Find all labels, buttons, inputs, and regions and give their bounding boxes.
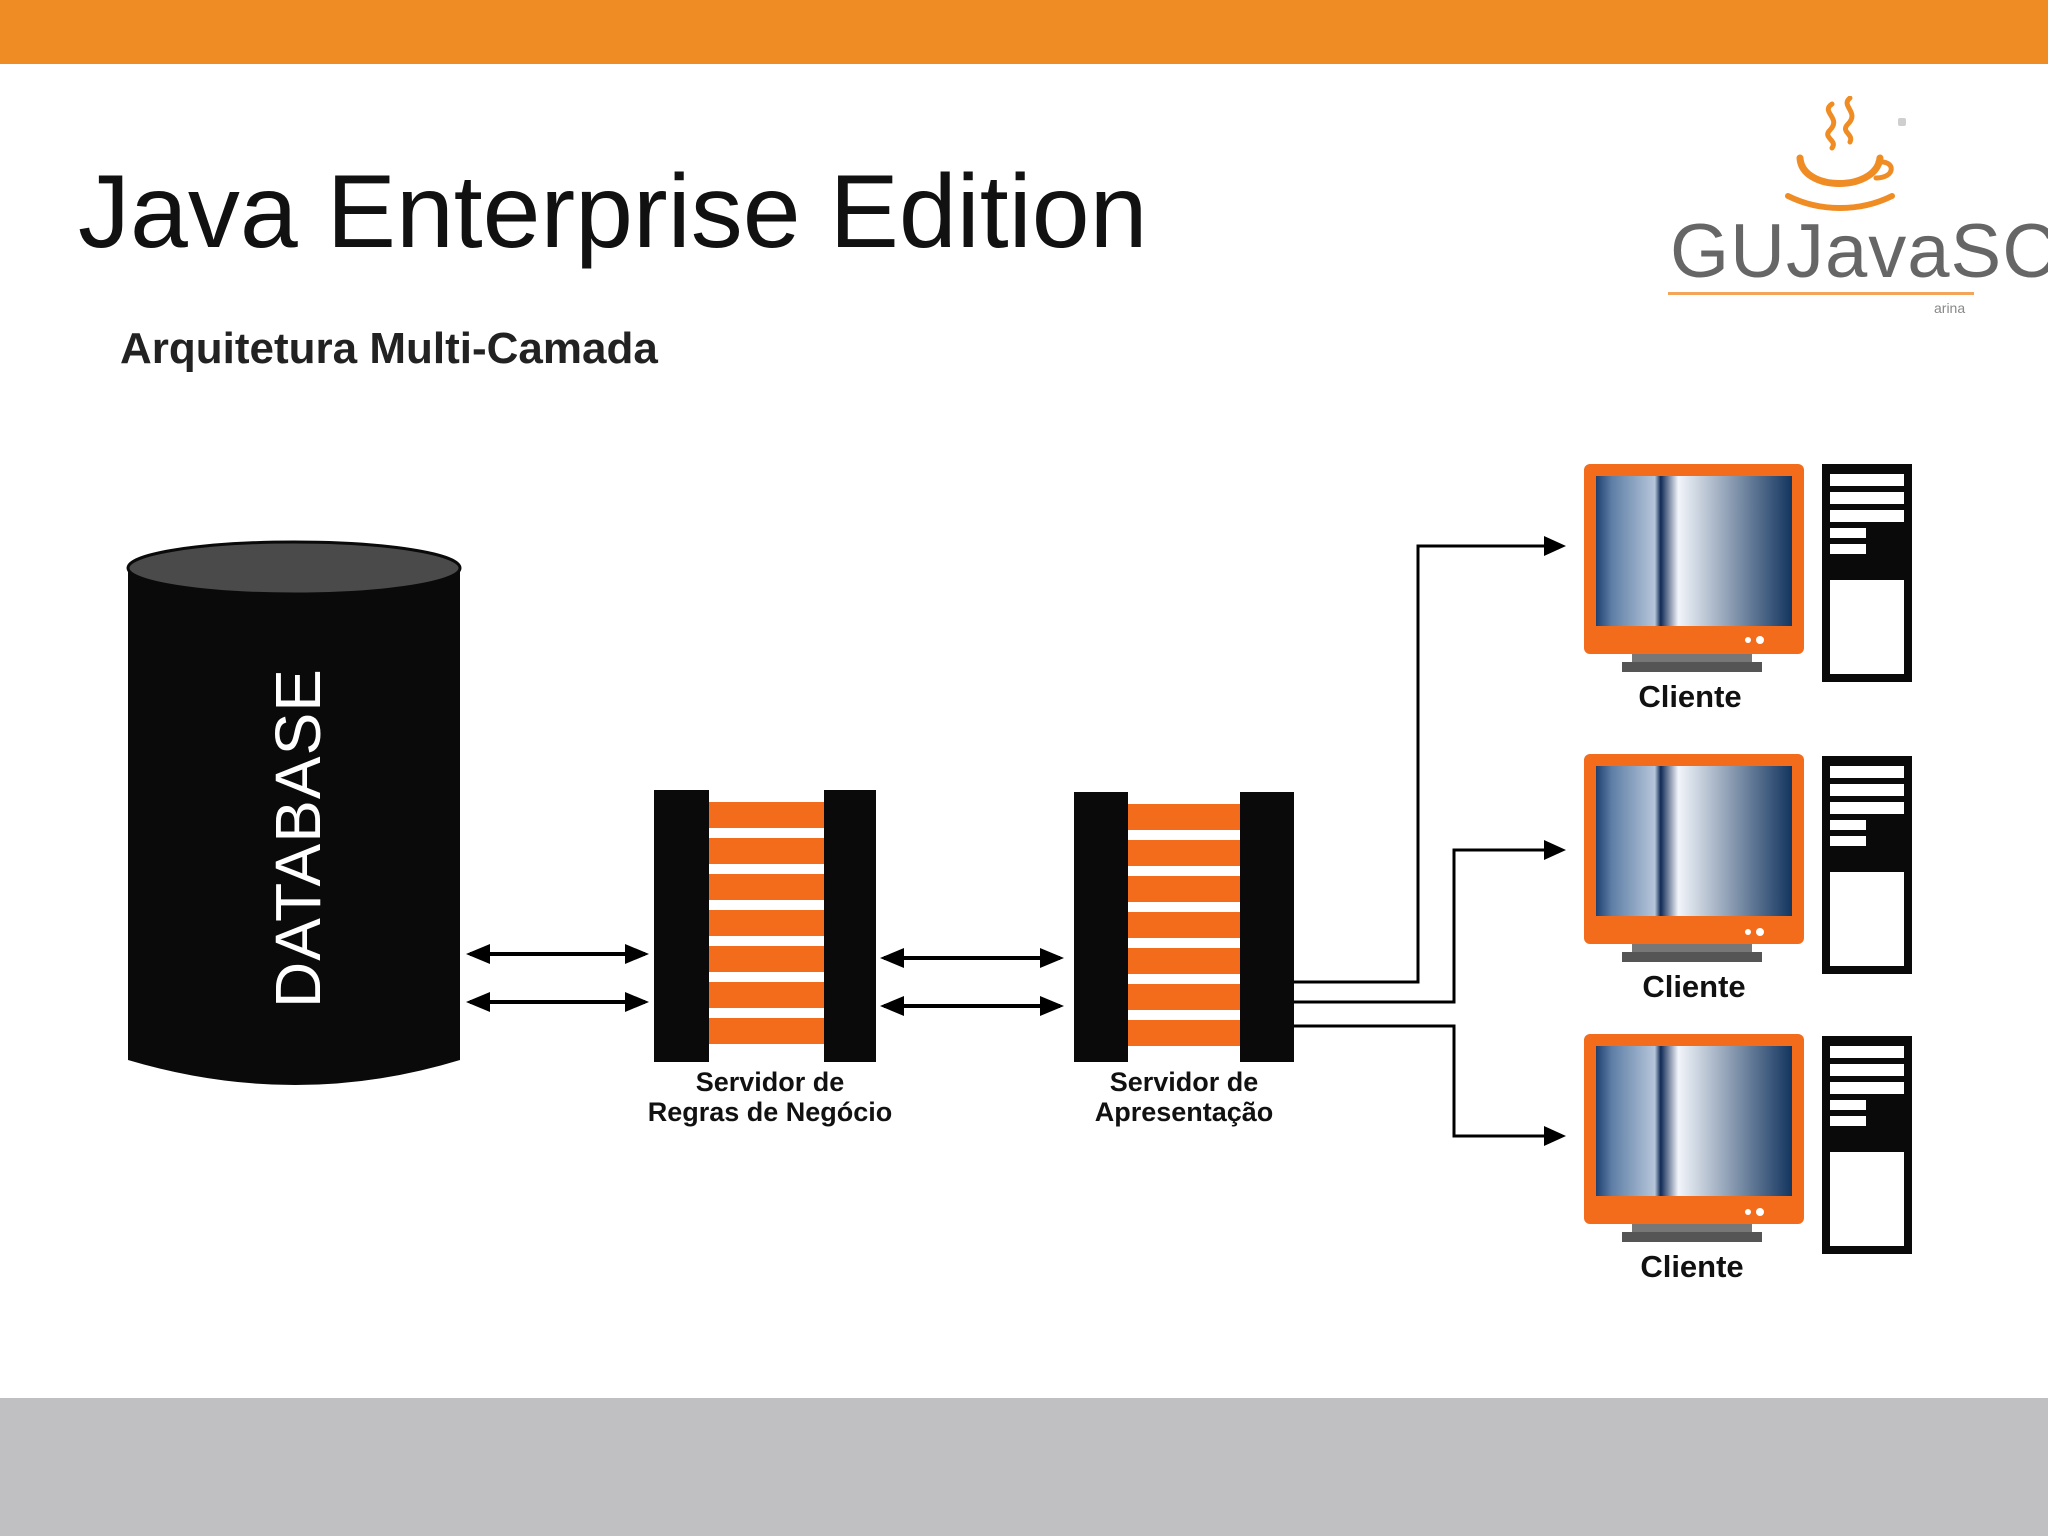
- gujavasc-logo: GUJavaSC arina: [1660, 96, 2048, 326]
- client-arrowheads: [1544, 536, 1566, 1146]
- slide-subtitle: Arquitetura Multi-Camada: [120, 324, 658, 373]
- business-rules-server: [654, 790, 876, 1062]
- client-computer-1: [1584, 464, 1912, 682]
- business-server-label-line1: Servidor de: [695, 1067, 845, 1097]
- presentation-server-label-line1: Servidor de: [1109, 1067, 1259, 1097]
- db-business-arrows: [466, 944, 649, 1012]
- presentation-server: [1074, 792, 1294, 1062]
- client-label-1: Cliente: [1638, 679, 1742, 714]
- client-computer-2: [1584, 754, 1912, 974]
- logo-underline: [1668, 292, 1974, 295]
- client-connectors: [1294, 544, 1548, 1138]
- database-cylinder: [126, 540, 462, 1085]
- bottom-footer-bar: [0, 1398, 2048, 1536]
- database-label: DATABASE: [262, 668, 334, 1008]
- business-server-label: Servidor de Regras de Negócio: [620, 1067, 920, 1127]
- client-label-3: Cliente: [1640, 1249, 1744, 1284]
- presentation-server-label: Servidor de Apresentação: [1034, 1067, 1334, 1127]
- client-computer-3: [1584, 1034, 1912, 1254]
- presentation-server-label-line2: Apresentação: [1094, 1096, 1274, 1127]
- logo-text: GUJavaSC: [1670, 209, 2048, 294]
- business-presentation-arrows: [880, 948, 1064, 1016]
- top-accent-bar: [0, 0, 2048, 64]
- logo-small-text: arina: [1934, 300, 1966, 316]
- coffee-cup-icon: [1785, 96, 1895, 211]
- slide-title: Java Enterprise Edition: [78, 154, 1148, 270]
- business-server-label-line2: Regras de Negócio: [647, 1096, 893, 1127]
- logo-registered-mark: [1898, 118, 1906, 126]
- client-label-2: Cliente: [1642, 969, 1746, 1004]
